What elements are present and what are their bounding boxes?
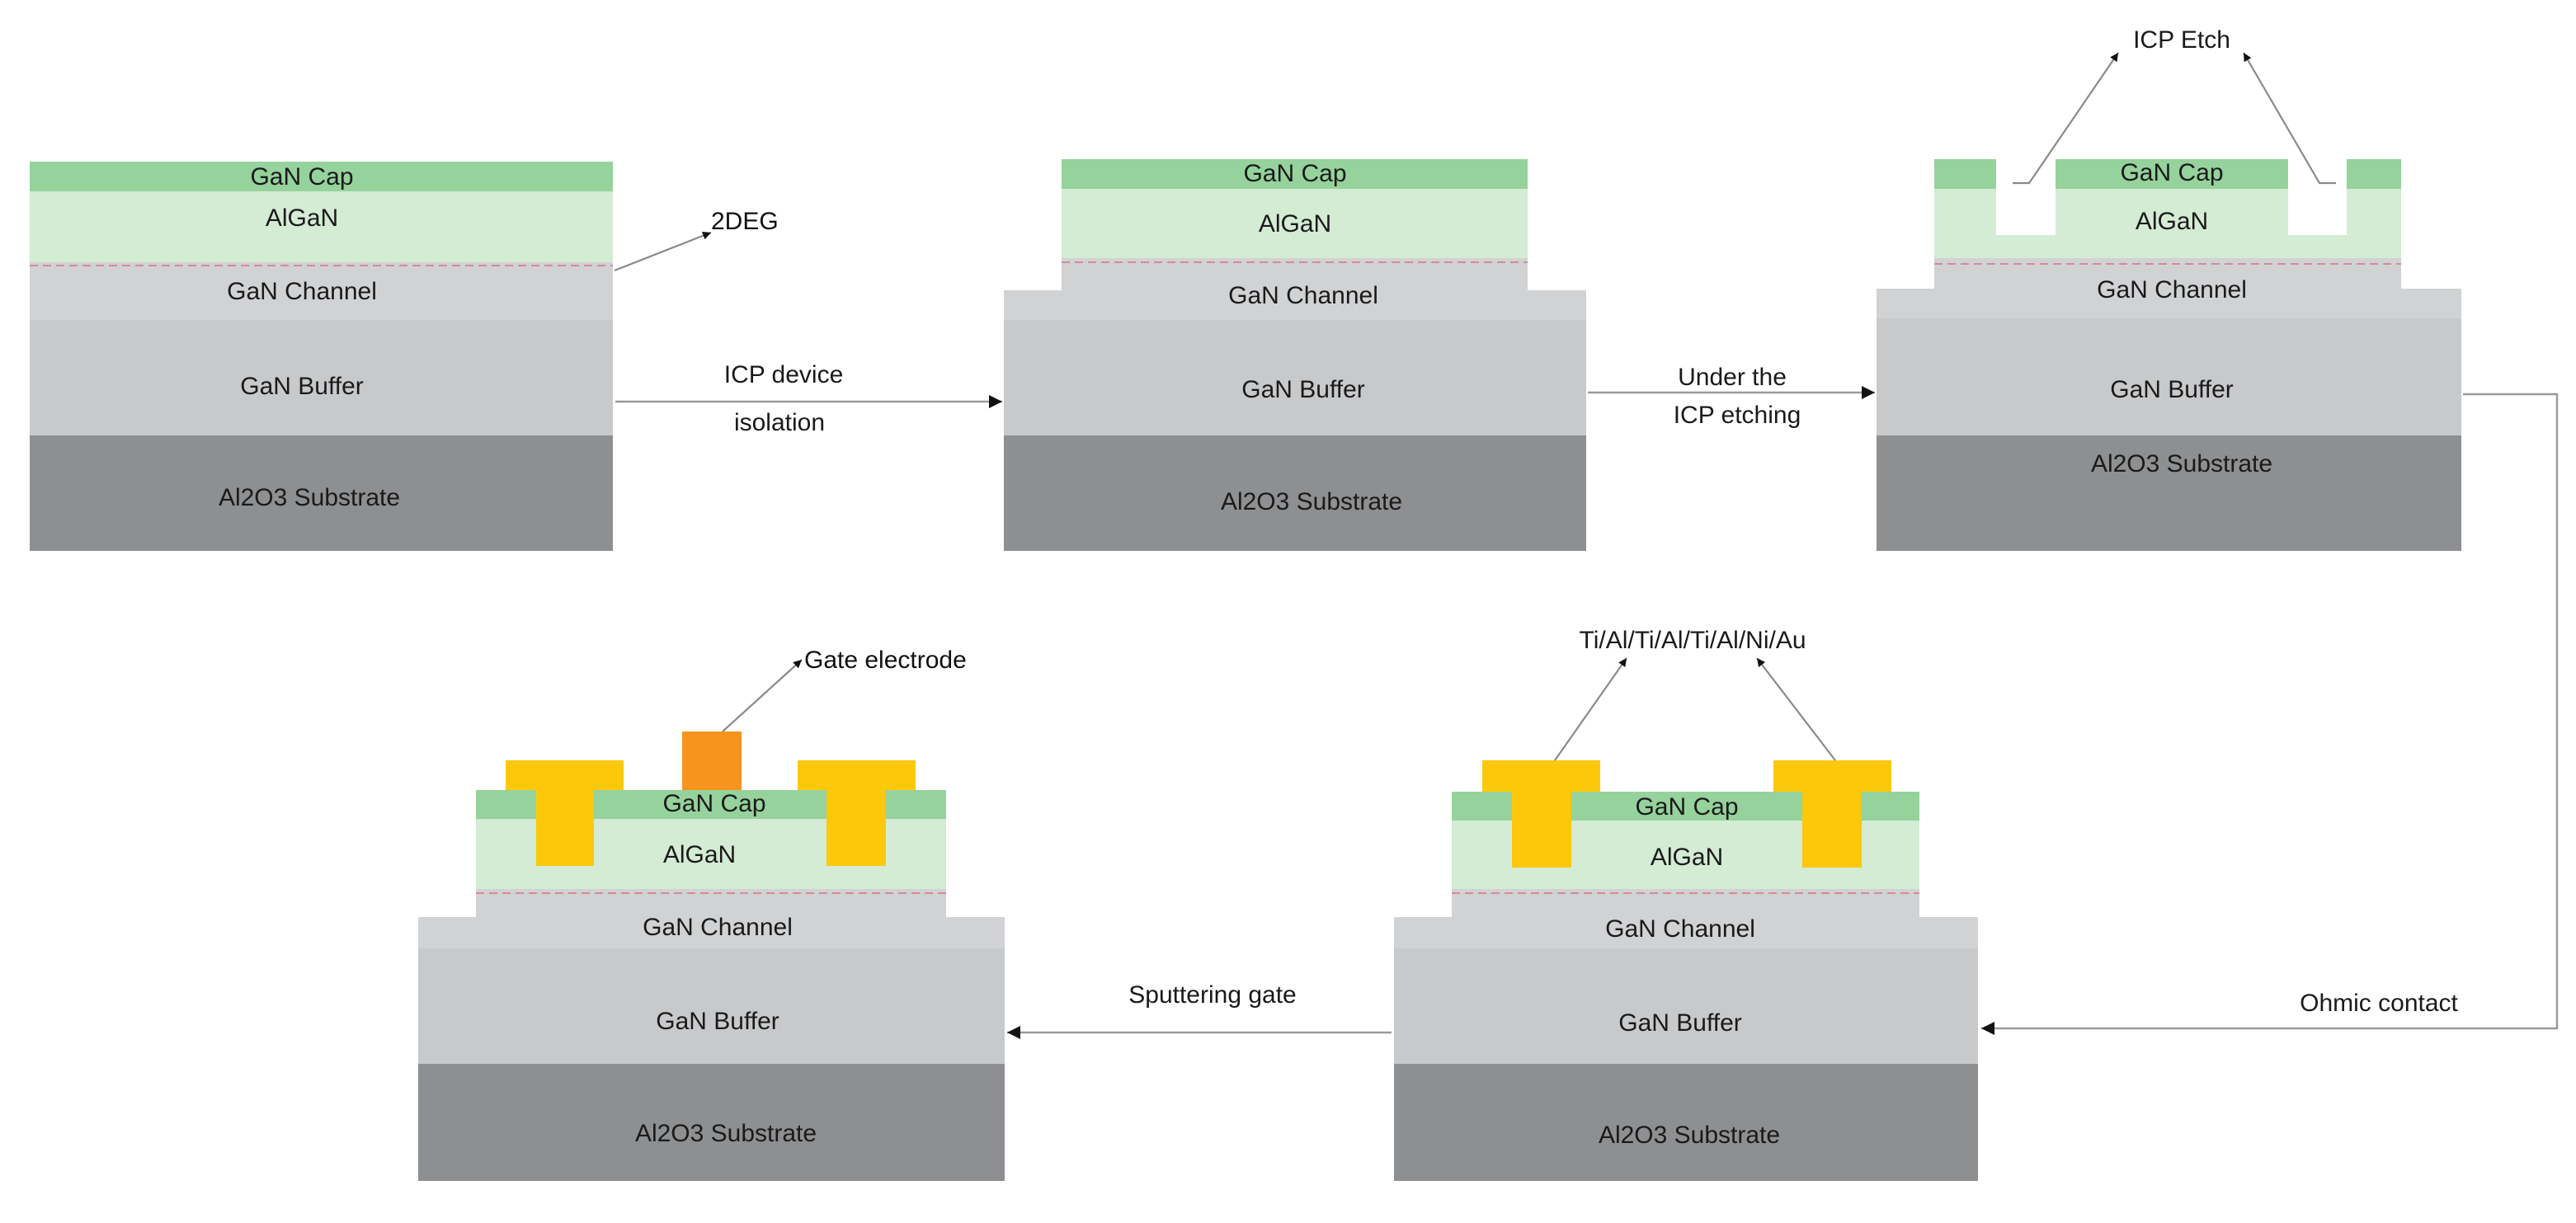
stage4-ohmic-left (1482, 760, 1600, 868)
under-etching-label-line2: ICP etching (1674, 402, 1801, 429)
stage5-gate-metal (682, 731, 742, 790)
icp-etch-right-arrow (2243, 52, 2336, 185)
stage1-cap-layer (30, 162, 613, 191)
stage2-channel-base (1004, 290, 1586, 320)
stage3-cap-right (2347, 159, 2401, 189)
stage1-channel-layer (30, 262, 613, 320)
stage5-channel-label: GaN Channel (643, 914, 793, 941)
step-connector-under-etching: Under the ICP etching (1588, 364, 1875, 429)
stage5-cap-label: GaN Cap (662, 790, 765, 817)
device-isolation-label-line1: ICP device (724, 361, 844, 388)
stage2-channel-label: GaN Channel (1228, 282, 1378, 309)
ohmic-contact-arrow (1981, 393, 2559, 1035)
stage2-algan-label: AlGaN (1259, 210, 1331, 238)
stage4-buffer-label: GaN Buffer (1618, 1009, 1742, 1037)
stage4-channel-label: GaN Channel (1605, 915, 1755, 943)
stage1-buffer-layer (30, 320, 613, 435)
stage4-substrate-layer (1394, 1064, 1978, 1181)
stage4-algan-label: AlGaN (1651, 844, 1723, 871)
stage5-channel-base (418, 917, 1005, 948)
stage4-channel-base (1394, 917, 1978, 948)
stage4-buffer-layer (1394, 948, 1978, 1064)
stage5-algan-label: AlGaN (663, 841, 736, 868)
gate-electrode-callout: Gate electrode (722, 647, 967, 732)
stage1-substrate-label: Al2O3 Substrate (219, 484, 400, 511)
stage5-channel-mesa (476, 889, 946, 917)
stage3-substrate-label: Al2O3 Substrate (2091, 450, 2272, 477)
stage3-buffer-layer (1877, 318, 2461, 435)
stage2-channel-mesa (1062, 258, 1528, 290)
stage5-ohmic-right (798, 760, 916, 866)
stage2-substrate-layer (1004, 435, 1586, 551)
twodeg-leader-arrow (614, 231, 712, 272)
step-connector-ohmic-contact: Ohmic contact (1981, 393, 2559, 1035)
ohmic-metals-right-arrow (1756, 657, 1836, 761)
step-connector-sputtering-gate: Sputtering gate (1007, 981, 1392, 1039)
stage-5-final-device: GaN Cap AlGaN GaN Channel GaN Buffer Al2… (418, 731, 1005, 1181)
twodeg-label: 2DEG (711, 208, 779, 235)
stage4-substrate-label: Al2O3 Substrate (1599, 1122, 1780, 1149)
twodeg-callout: 2DEG (614, 208, 779, 272)
device-isolation-label-line2: isolation (734, 409, 825, 436)
stage3-cap-label: GaN Cap (2120, 159, 2223, 186)
stage3-buffer-label: GaN Buffer (2110, 376, 2234, 403)
stage3-cap-left (1934, 159, 1996, 189)
stage1-channel-label: GaN Channel (227, 278, 377, 305)
step-connector-device-isolation: ICP device isolation (615, 361, 1002, 436)
stage5-buffer-label: GaN Buffer (656, 1008, 779, 1035)
stage-3-recess-etched: GaN Cap AlGaN GaN Channel GaN Buffer Al2… (1877, 159, 2461, 551)
stage5-buffer-layer (418, 948, 1005, 1064)
stage1-algan-layer (30, 191, 613, 262)
stage2-buffer-layer (1004, 320, 1586, 435)
stage1-cap-label: GaN Cap (250, 163, 353, 191)
gate-electrode-leader-arrow (722, 659, 803, 732)
stage-1-epitaxial-stack: GaN Cap AlGaN GaN Channel GaN Buffer Al2… (30, 162, 613, 551)
stage4-cap-label: GaN Cap (1635, 793, 1738, 821)
ohmic-contact-label: Ohmic contact (2300, 990, 2458, 1017)
stage1-algan-label: AlGaN (266, 205, 338, 232)
stage5-substrate-layer (418, 1064, 1005, 1181)
stage-4-ohmic-contacts: GaN Cap AlGaN GaN Channel GaN Buffer Al2… (1394, 760, 1978, 1181)
ohmic-metals-label: Ti/Al/Ti/Al/Ti/Al/Ni/Au (1579, 627, 1806, 654)
stage3-substrate-layer (1877, 435, 2461, 551)
stage2-algan-layer (1062, 189, 1528, 258)
stage2-substrate-label: Al2O3 Substrate (1221, 488, 1402, 515)
icp-etch-left-arrow (2013, 52, 2119, 185)
stage4-ohmic-right (1773, 760, 1891, 868)
stage3-algan-label: AlGaN (2136, 208, 2208, 235)
stage5-ohmic-left (506, 760, 624, 866)
icp-etch-label: ICP Etch (2133, 26, 2230, 54)
stage2-buffer-label: GaN Buffer (1241, 376, 1365, 403)
stage2-cap-label: GaN Cap (1243, 160, 1346, 187)
ohmic-metals-callout: Ti/Al/Ti/Al/Ti/Al/Ni/Au (1554, 627, 1836, 761)
stage2-cap-layer (1062, 159, 1528, 189)
stage-2-mesa-isolated: GaN Cap AlGaN GaN Channel GaN Buffer Al2… (1004, 159, 1586, 551)
sputtering-gate-label: Sputtering gate (1128, 981, 1296, 1009)
under-etching-label-line1: Under the (1678, 364, 1787, 391)
stage3-cap-center (2056, 159, 2288, 189)
icp-etch-callout: ICP Etch (2013, 26, 2336, 185)
stage5-substrate-label: Al2O3 Substrate (635, 1120, 817, 1147)
ohmic-metals-left-arrow (1554, 657, 1627, 761)
stage3-channel-label: GaN Channel (2097, 276, 2247, 303)
stage1-buffer-label: GaN Buffer (240, 373, 364, 400)
stage3-algan-layer (1934, 189, 2401, 258)
stage3-channel-base (1877, 289, 2461, 318)
stage1-substrate-layer (30, 435, 613, 551)
gate-electrode-label: Gate electrode (804, 647, 967, 674)
